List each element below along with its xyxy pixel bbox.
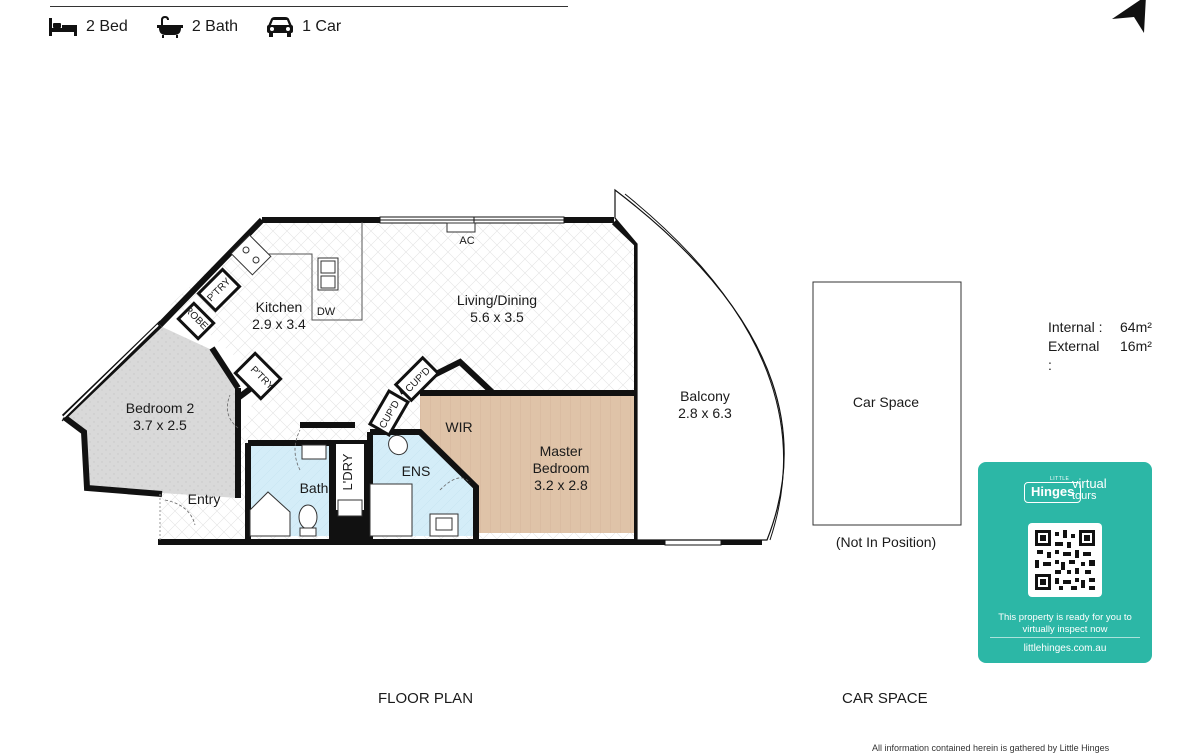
sink-bowl-icon bbox=[320, 260, 336, 274]
floor-plan-caption: FLOOR PLAN bbox=[378, 690, 474, 707]
bath-basin-icon bbox=[301, 444, 327, 460]
master-name-2: Bedroom bbox=[533, 460, 590, 476]
pantry-box-1 bbox=[196, 267, 242, 313]
ac-unit bbox=[446, 222, 476, 233]
toilet-icon bbox=[298, 504, 318, 530]
qr-code-icon bbox=[1035, 530, 1095, 590]
promo-message: This property is ready for you to virtua… bbox=[998, 612, 1132, 635]
disclaimer-text: All information contained herein is gath… bbox=[872, 743, 1110, 753]
brand-tours: tours bbox=[1072, 490, 1097, 502]
balcony-rail bbox=[624, 193, 785, 541]
doors bbox=[164, 394, 471, 526]
cupboard-box-1 bbox=[393, 355, 441, 403]
master-name-1: Master bbox=[540, 443, 583, 459]
external-area-value: 16m² bbox=[1120, 338, 1152, 354]
sink-icon bbox=[317, 257, 339, 291]
master-size: 3.2 x 2.8 bbox=[534, 477, 588, 493]
laundry-tub-icon bbox=[337, 499, 363, 517]
bed2-name: Bedroom 2 bbox=[126, 400, 195, 416]
brand-small-text: LITTLE bbox=[1050, 476, 1070, 482]
burner-icon bbox=[242, 246, 250, 254]
ensuite-toilet-icon bbox=[388, 434, 408, 456]
car-space-box bbox=[812, 281, 962, 526]
promo-divider bbox=[990, 637, 1140, 638]
bed2-window-frame bbox=[61, 320, 161, 422]
brand-logo: LITTLE Hinges virtual tours bbox=[1000, 474, 1130, 508]
ensuite-vanity-icon bbox=[429, 513, 459, 537]
ensuite-basin-icon bbox=[435, 517, 453, 531]
baths-label: 2 Bath bbox=[191, 18, 239, 35]
car-space-label: Car Space bbox=[853, 394, 919, 410]
promo-url-link[interactable]: littlehinges.com.au bbox=[1023, 643, 1107, 654]
bath-shower-icon bbox=[249, 491, 291, 537]
bathtub-icon bbox=[156, 16, 183, 38]
bed2-window bbox=[63, 324, 159, 418]
dw-label: DW bbox=[317, 306, 336, 318]
sink-bowl-icon-2 bbox=[320, 275, 336, 289]
laundry-inner bbox=[336, 444, 364, 510]
living-size: 5.6 x 3.5 bbox=[470, 309, 524, 325]
qr-code[interactable] bbox=[1028, 523, 1102, 597]
area-summary: Internal : 64m² External : 16m² bbox=[1048, 318, 1152, 375]
ensuite-label: ENS bbox=[402, 463, 431, 479]
living-name: Living/Dining bbox=[457, 292, 537, 308]
balcony-name: Balcony bbox=[680, 388, 730, 404]
bath-label: Bath bbox=[300, 480, 329, 496]
kitchen-size: 2.9 x 3.4 bbox=[252, 316, 306, 332]
toilet-cistern bbox=[299, 527, 317, 537]
virtual-tour-card[interactable]: LITTLE Hinges virtual tours This propert… bbox=[978, 462, 1152, 663]
internal-area-value: 64m² bbox=[1120, 319, 1152, 335]
internal-area-row: Internal : 64m² bbox=[1048, 318, 1152, 337]
wir-label: WIR bbox=[445, 419, 472, 435]
master-timber bbox=[420, 393, 637, 533]
north-arrow-icon bbox=[1112, 0, 1146, 33]
external-area-label: External : bbox=[1048, 338, 1100, 373]
header-rule bbox=[50, 6, 568, 7]
pantry-box-2 bbox=[233, 351, 283, 401]
windows bbox=[379, 216, 722, 546]
bed-icon bbox=[49, 18, 77, 36]
cupboard-box-2 bbox=[367, 388, 411, 438]
cars-label: 1 Car bbox=[302, 18, 342, 35]
beds-label: 2 Bed bbox=[86, 18, 128, 35]
balcony-outline bbox=[614, 188, 785, 541]
brand-virtual: virtual bbox=[1072, 476, 1107, 491]
feature-bar: 2 Bed 2 Bath 1 Car bbox=[48, 16, 341, 38]
kitchen-name: Kitchen bbox=[256, 299, 303, 315]
robe-box bbox=[176, 301, 216, 341]
balcony-size: 2.8 x 6.3 bbox=[678, 405, 732, 421]
burner-icon-2 bbox=[252, 256, 260, 264]
feature-beds: 2 Bed bbox=[48, 17, 128, 37]
bedroom2-carpet bbox=[64, 325, 238, 498]
feature-baths: 2 Bath bbox=[156, 16, 238, 38]
feature-cars: 1 Car bbox=[266, 16, 341, 38]
car-icon bbox=[267, 17, 294, 37]
ensuite-shower-icon bbox=[369, 483, 413, 537]
car-space-note: (Not In Position) bbox=[836, 534, 936, 550]
laundry-label: L'DRY bbox=[340, 453, 355, 490]
entry-label: Entry bbox=[188, 491, 221, 507]
cooktop-icon bbox=[230, 234, 272, 276]
external-area-row: External : 16m² bbox=[1048, 337, 1152, 375]
ac-label: AC bbox=[459, 235, 474, 247]
car-space-caption: CAR SPACE bbox=[842, 690, 928, 707]
bed2-size: 3.7 x 2.5 bbox=[133, 417, 187, 433]
internal-area-label: Internal : bbox=[1048, 319, 1103, 335]
kitchen-bench bbox=[262, 222, 363, 321]
brand-name: Hinges bbox=[1024, 482, 1082, 503]
